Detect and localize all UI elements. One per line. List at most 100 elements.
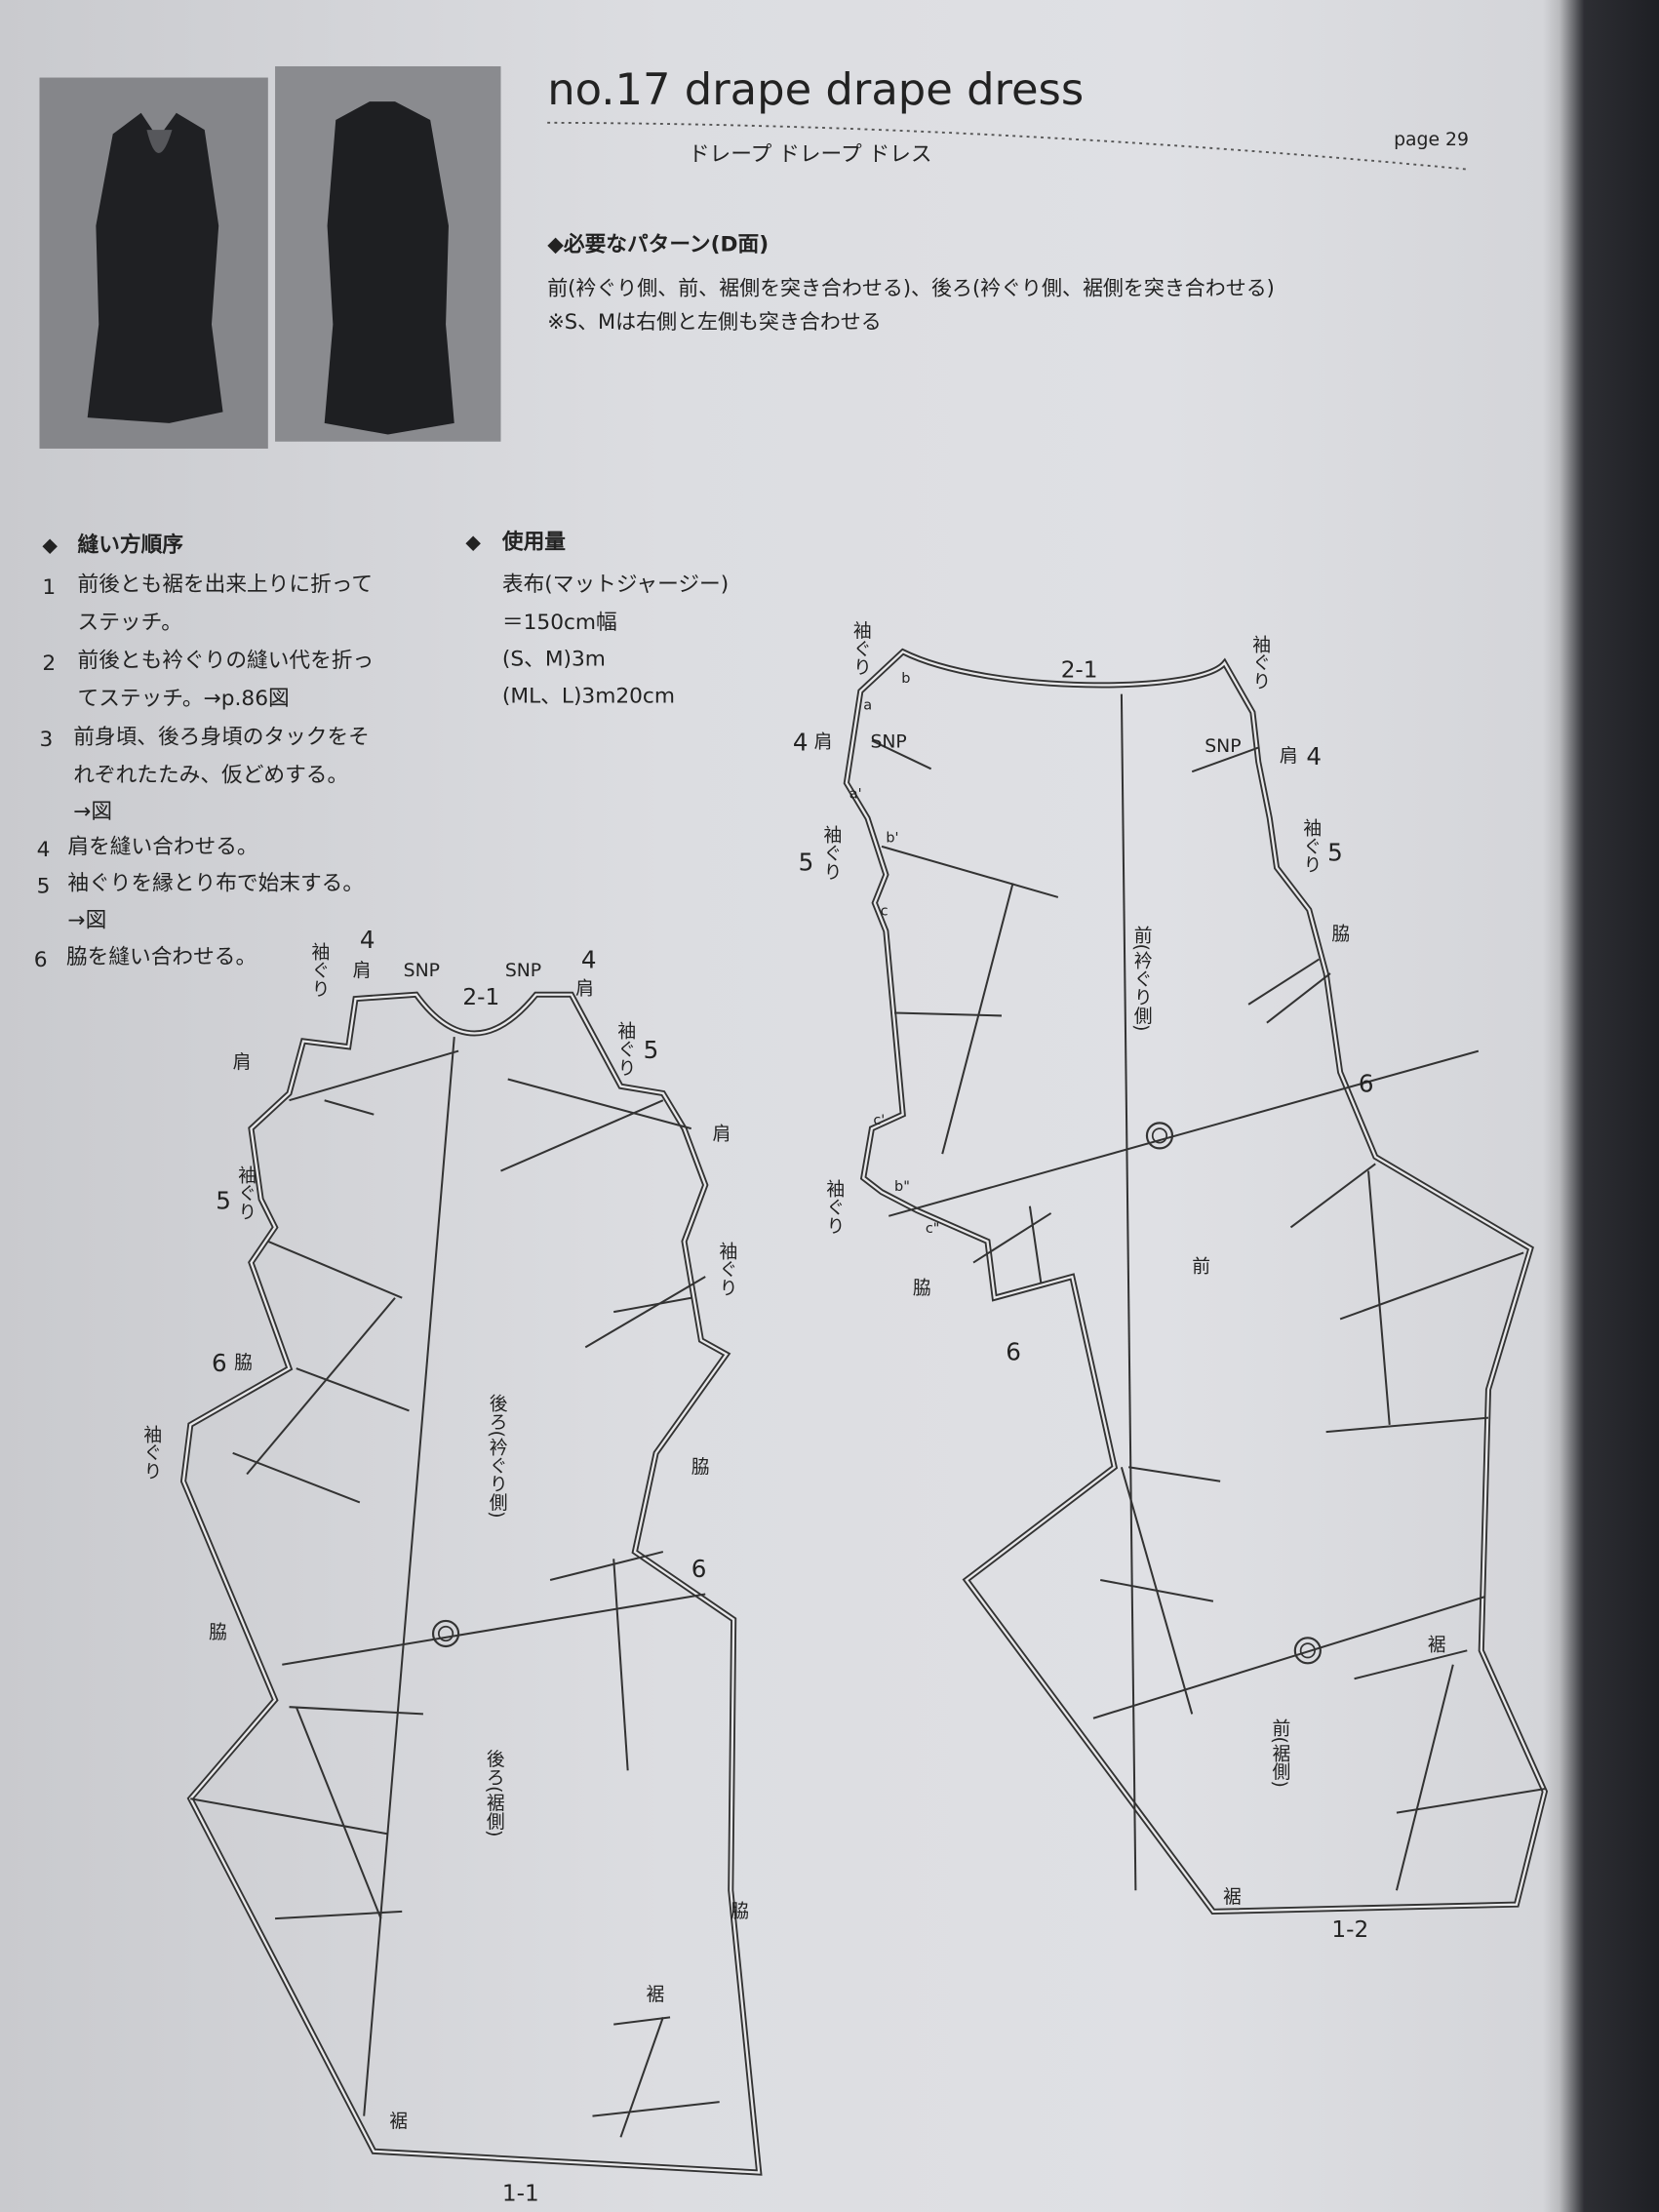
step-number: 4 <box>37 838 51 862</box>
back-pattern-piece <box>179 991 763 2176</box>
label: 袖ぐり <box>614 1021 635 1077</box>
label: 脇 <box>1331 923 1350 944</box>
label: 裾 <box>646 1984 664 2005</box>
label: 肩 <box>353 960 372 981</box>
fabric-line: 表布(マットジャージー) <box>502 573 729 597</box>
label: 6 <box>212 1349 227 1377</box>
label: 6 <box>691 1555 707 1583</box>
grainline <box>1120 693 1137 1891</box>
bullet-icon: ◆ <box>42 533 58 557</box>
label: 4 <box>360 926 375 954</box>
label: 袖ぐり <box>1300 817 1321 873</box>
step-number: 6 <box>34 948 48 972</box>
label: 5 <box>644 1036 659 1064</box>
label: 肩 <box>1280 745 1298 767</box>
label: b <box>901 671 910 687</box>
step-number: 2 <box>42 652 56 676</box>
step-text: ステッチ。 <box>78 611 182 635</box>
front-photo <box>39 77 268 449</box>
label: 肩 <box>575 978 594 1000</box>
label: 5 <box>799 848 814 876</box>
label: c" <box>926 1221 940 1237</box>
label: 肩 <box>814 731 833 753</box>
label: 脇 <box>234 1352 253 1373</box>
step-text: 肩を縫い合わせる。 <box>67 835 257 859</box>
label: SNP <box>505 961 541 981</box>
back-pattern-labels: 4 肩 袖ぐり SNP 2-1 SNP 4 肩 袖ぐり 5 肩 肩 袖ぐり 5 … <box>140 926 749 2206</box>
bullet-icon: ◆ <box>465 531 481 554</box>
label: 前 <box>1192 1256 1210 1278</box>
label: b' <box>886 831 898 847</box>
step-number: 1 <box>42 575 56 600</box>
label: 裾 <box>389 2111 408 2132</box>
label: 裾 <box>1428 1634 1446 1655</box>
label: 4 <box>1306 742 1322 770</box>
label: 袖ぐり <box>140 1424 161 1480</box>
title-divider <box>547 121 1468 171</box>
grainline <box>363 1037 455 2116</box>
label: 4 <box>581 945 597 973</box>
label: 袖ぐり <box>308 942 329 998</box>
label: 袖ぐり <box>716 1241 736 1296</box>
label: 袖ぐり <box>823 1179 844 1235</box>
label: 6 <box>1359 1070 1374 1098</box>
label: 前(裾側) <box>1269 1718 1289 1788</box>
sewing-order-heading: 縫い方順序 <box>78 533 184 558</box>
back-photo <box>275 65 501 442</box>
label: SNP <box>870 732 906 753</box>
front-pattern-labels: 袖ぐり b a 2-1 袖ぐり 4 肩 SNP SNP 肩 4 a' 袖ぐり 5… <box>793 620 1446 1943</box>
label: 袖ぐり <box>235 1165 256 1220</box>
sewing-steps: 1 前後とも裾を出来上りに折って ステッチ。 2 前後とも衿ぐりの縫い代を折っ … <box>34 573 374 972</box>
pattern-title: no.17 drape drape dress <box>547 63 1084 115</box>
step-text: 前身頃、後ろ身頃のタックをそ <box>73 725 370 749</box>
label: SNP <box>404 961 440 981</box>
label: 2-1 <box>462 985 499 1010</box>
label: 袖ぐり <box>1249 634 1270 690</box>
label: 肩 <box>712 1124 731 1145</box>
step-text: 前後とも裾を出来上りに折って <box>78 573 374 597</box>
patterns-needed-heading: ◆必要なパターン(D面) <box>547 231 769 257</box>
label: 5 <box>1327 838 1343 866</box>
step-text: れぞれたたみ、仮どめする。 <box>73 763 348 787</box>
label: c' <box>873 1113 885 1128</box>
label: c <box>881 904 889 920</box>
pattern-subtitle: ドレープ ドレープ ドレス <box>689 142 932 167</box>
fabric-line: (ML、L)3m20cm <box>502 684 675 708</box>
patterns-needed-line1: 前(衿ぐり側、前、裾側を突き合わせる)、後ろ(衿ぐり側、裾側を突き合わせる) <box>547 276 1275 299</box>
fabric-heading: 使用量 <box>501 531 566 555</box>
step-number: 5 <box>37 875 51 899</box>
label: 袖ぐり <box>850 620 871 676</box>
fabric-line: ＝150cm幅 <box>502 611 617 635</box>
label: a <box>863 698 872 714</box>
label: 4 <box>793 729 809 757</box>
fabric-amounts: 表布(マットジャージー) ＝150cm幅 (S、M)3m (ML、L)3m20c… <box>502 573 729 708</box>
step-text: →図 <box>67 908 106 932</box>
label: 裾 <box>1223 1886 1242 1908</box>
registration-mark-icon <box>431 1619 460 1648</box>
label: 脇 <box>913 1277 931 1298</box>
label: 袖ぐり <box>820 825 841 881</box>
step-text: →図 <box>73 800 112 824</box>
label: 後ろ(裾側) <box>484 1749 504 1837</box>
registration-mark-icon <box>1293 1637 1322 1665</box>
step-text: 脇を縫い合わせる。 <box>66 945 257 969</box>
label: 1-2 <box>1331 1917 1368 1943</box>
front-pattern-piece <box>843 648 1549 1915</box>
label: 脇 <box>691 1456 710 1478</box>
label: 5 <box>216 1187 231 1215</box>
label: 肩 <box>233 1051 252 1073</box>
fabric-line: (S、M)3m <box>502 648 606 672</box>
registration-mark-icon <box>1145 1122 1174 1150</box>
label: 6 <box>1006 1337 1021 1365</box>
label: 脇 <box>209 1621 227 1642</box>
label: 前(衿ぐり側) <box>1131 925 1152 1031</box>
patterns-needed-line2: ※S、Mは右側と左側も突き合わせる <box>547 310 882 334</box>
step-number: 3 <box>40 728 54 752</box>
label: 2-1 <box>1061 657 1098 683</box>
step-text: てステッチ。→p.86図 <box>78 687 290 711</box>
step-text: 前後とも衿ぐりの縫い代を折っ <box>78 649 375 673</box>
label: 後ろ(衿ぐり側) <box>487 1394 507 1519</box>
label: 1-1 <box>502 2181 539 2206</box>
